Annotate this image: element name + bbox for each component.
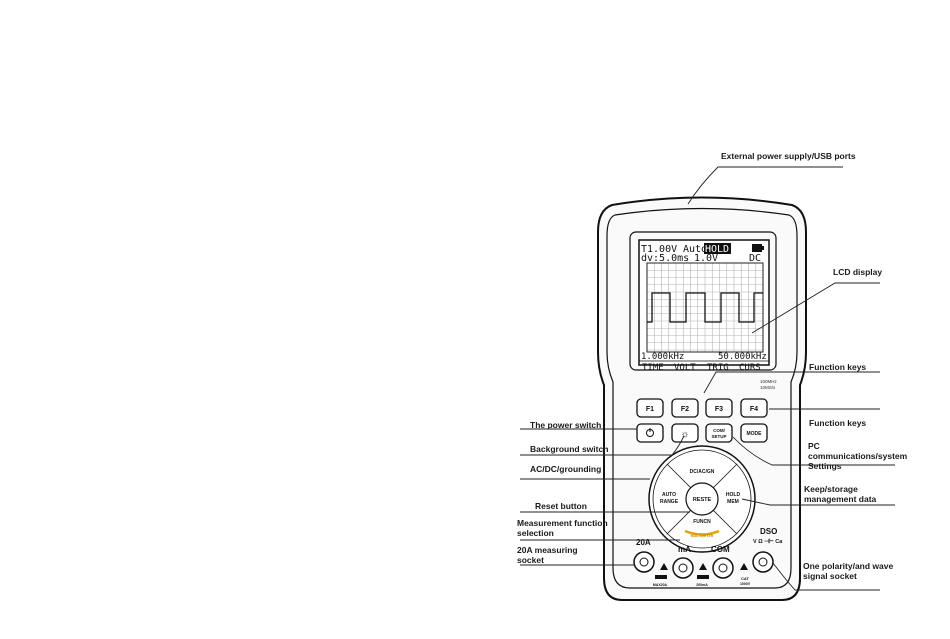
mode-button[interactable] <box>740 423 768 443</box>
f1-button[interactable] <box>636 398 664 418</box>
f4-label: F4 <box>750 406 758 413</box>
reset-label: RESTE <box>693 497 712 503</box>
dial-top-label[interactable]: DC/AC/GN <box>690 469 715 475</box>
battery-icon <box>752 244 762 252</box>
warning-icon <box>660 563 668 570</box>
lcd-auto: Auto <box>683 244 707 255</box>
lcd-coupling: DC <box>749 253 761 264</box>
callout-keep: Keep/storage management data <box>804 484 877 504</box>
callout-pc: PC communications/system Settings <box>808 441 908 471</box>
backlight-button[interactable] <box>671 423 699 443</box>
callout-lcd: LCD display <box>833 267 883 277</box>
f2-label: F2 <box>681 406 689 413</box>
hold-label[interactable]: HOLD <box>726 492 741 498</box>
lcd-screen: T1.00V Auto HOLD dv:5.0ms 1.0V DC 1.000k… <box>638 239 770 373</box>
power-button[interactable] <box>636 423 664 443</box>
lcd-timebase: dv:5.0ms <box>641 253 689 264</box>
jack-com-label: COM <box>711 545 730 554</box>
reset-button[interactable] <box>685 482 719 516</box>
f3-button[interactable] <box>705 398 733 418</box>
lcd-hold-badge <box>704 243 731 254</box>
lcd-frequency: 1.000kHz <box>641 352 684 362</box>
system-keys-row: ☼ COM/ SETUP MODE <box>636 423 768 443</box>
spec-sample: 10MS/s <box>760 385 776 390</box>
warning-icon <box>699 563 707 570</box>
fuse-200ma: 200mA <box>696 583 708 587</box>
lcd-sample-rate: 50.000kHz <box>718 352 767 362</box>
callout-function-keys-2: Function keys <box>809 418 867 428</box>
callout-reset: Reset button <box>535 501 587 511</box>
jack-dso-label: DSO <box>760 527 777 536</box>
brand-logo: MULTIMETER <box>691 534 714 538</box>
setup-label: SETUP <box>711 434 726 439</box>
com-setup-button[interactable] <box>705 423 733 443</box>
lcd-softkey-time: TIME <box>642 363 664 373</box>
callout-polarity: One polarity/and wave signal socket <box>803 561 894 581</box>
lcd-scale: 1.0V <box>694 253 718 264</box>
fuse-max20a: MAX20A <box>653 583 668 587</box>
function-keys-row: F1 F2 F3 F4 <box>636 398 768 418</box>
callout-measurement: Measurement function selection <box>517 518 608 538</box>
lcd-softkey-trig: TRIG <box>707 363 729 373</box>
lcd-softkey-curs: CURS <box>739 363 761 373</box>
funcn-label[interactable]: FUNCN <box>693 519 711 525</box>
mem-label: MEM <box>727 499 739 505</box>
lcd-voltage: T1.00V <box>641 244 677 255</box>
f1-label: F1 <box>646 406 654 413</box>
callout-background: Background switch <box>530 444 609 454</box>
f3-label: F3 <box>715 406 723 413</box>
jack-20a-label: 20A <box>636 538 651 547</box>
jack-ma-label: mA <box>678 545 691 554</box>
lcd-grid <box>646 262 764 352</box>
f2-button[interactable] <box>671 398 699 418</box>
jack-dso-sub: V Ω ⊣⊢ Ca <box>753 537 783 545</box>
lcd-hold: HOLD <box>705 244 729 255</box>
callout-power: The power switch <box>530 420 602 430</box>
range-label: RANGE <box>660 499 679 505</box>
callout-20a-socket: 20A measuring socket <box>517 545 578 565</box>
spec-bandwidth: 100MHz <box>760 379 778 384</box>
lcd-softkey-volt: VOLT <box>674 363 696 373</box>
cat-label: CAT <box>741 576 749 581</box>
lcd-waveform <box>647 292 763 323</box>
f4-button[interactable] <box>740 398 768 418</box>
callout-function-keys-1: Function keys <box>809 362 867 372</box>
callout-acdc: AC/DC/grounding <box>530 464 602 474</box>
callout-leader-lines <box>520 166 895 591</box>
brand-logo-arc <box>684 529 720 536</box>
navigation-dial: RESTE DC/AC/GN AUTO RANGE HOLD MEM FUNCN… <box>648 445 756 553</box>
auto-label[interactable]: AUTO <box>662 492 676 498</box>
input-jacks: MAX20A 200mA CAT 1000V <box>633 551 774 587</box>
backlight-icon: ☼ <box>680 429 689 440</box>
callout-usb: External power supply/USB ports <box>721 151 856 161</box>
com-label: COM/ <box>713 428 725 433</box>
warning-icon <box>740 563 748 570</box>
cat-voltage: 1000V <box>740 582 751 586</box>
mode-label: MODE <box>747 431 763 437</box>
